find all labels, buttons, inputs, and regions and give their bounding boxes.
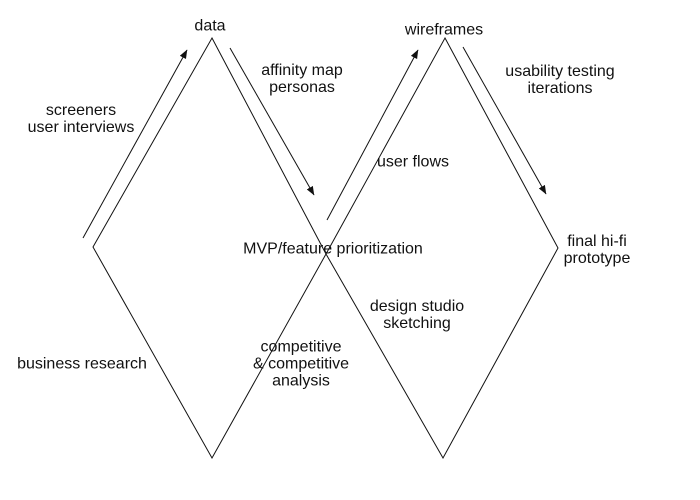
label-line: user interviews <box>27 119 135 136</box>
label-usability-testing-iterations: usability testing iterations <box>505 63 614 97</box>
arrow-affinity-down <box>229 47 315 196</box>
design-diamond <box>325 36 559 460</box>
label-line: iterations <box>527 80 593 97</box>
label-line: screeners <box>45 102 117 119</box>
label-line: business research <box>17 355 147 373</box>
label-line: affinity map <box>261 62 343 79</box>
research-diamond <box>92 36 327 460</box>
arrow-screeners-up <box>82 49 188 239</box>
label-line: usability testing <box>505 63 615 80</box>
label-line: MVP/feature prioritization <box>243 240 423 258</box>
label-competitive-analysis: competitive & competitive analysis <box>253 339 349 390</box>
label-line: design studio <box>369 298 465 315</box>
label-line: user flows <box>376 153 450 171</box>
node-label-wireframes: wireframes <box>405 22 483 39</box>
node-label-data: data <box>194 18 225 35</box>
label-line: analysis <box>272 372 330 390</box>
label-user-flows: user flows <box>377 154 449 171</box>
label-screeners-user-interviews: screeners user interviews <box>28 102 135 136</box>
label-final-hifi-prototype: final hi-fi prototype <box>564 233 631 267</box>
label-line: competitive <box>260 338 342 356</box>
label-line: personas <box>269 79 335 96</box>
label-line: final hi-fi <box>567 233 627 250</box>
label-line: sketching <box>383 315 451 332</box>
label-mvp-feature-prioritization: MVP/feature prioritization <box>243 241 423 258</box>
label-affinity-map-personas: affinity map personas <box>261 62 343 96</box>
label-design-studio-sketching: design studio sketching <box>370 298 464 332</box>
node-label-text: wireframes <box>404 21 484 39</box>
label-business-research: business research <box>17 356 147 373</box>
label-line: & competitive <box>252 355 350 373</box>
node-label-text: data <box>194 17 226 35</box>
arrow-usability-down <box>462 46 547 195</box>
arrow-userflows-up <box>326 49 419 221</box>
label-line: prototype <box>563 250 631 267</box>
